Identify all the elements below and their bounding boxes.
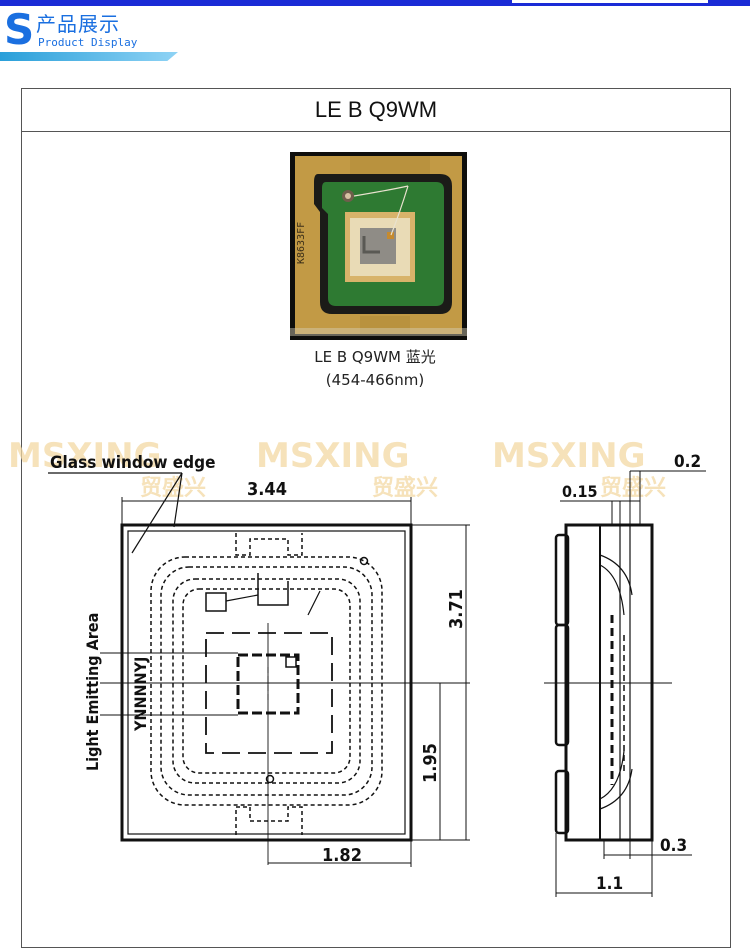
cavity-ring-middle: [160, 566, 373, 796]
dim-side-top-label: 0.2: [674, 452, 701, 472]
dim-side-thickness-label: 1.1: [596, 874, 623, 894]
glass-leader-1: [131, 472, 183, 554]
photo-caption-wavelength: (454-466nm): [325, 371, 425, 389]
dimension-drawing: MSXING MSXING MSXING 贸盛兴 贸盛兴 贸盛兴 Glass w…: [8, 436, 706, 897]
dim-center-x-label: 1.82: [322, 845, 362, 866]
photo-die-pad: [387, 232, 394, 239]
cavity-ring-inner: [172, 578, 361, 784]
dim-height-label: 3.71: [446, 589, 467, 629]
photo-bond-wire-1: [353, 185, 409, 197]
photo-watermark-strip: [290, 328, 467, 336]
photo-pad-bottom: [360, 316, 410, 334]
die-pad: [285, 656, 297, 668]
side-curve-top: [599, 554, 633, 616]
side-lead-bottom: [554, 769, 570, 835]
watermark-cn-right: 贸盛兴: [600, 475, 666, 501]
top-accent-bar: [0, 0, 750, 6]
polarity-mark-top: [359, 556, 369, 566]
bottom-pad-dashed: [235, 806, 303, 835]
photo-bond-wire-2: [390, 185, 409, 236]
photo-die-mark: [362, 236, 380, 254]
product-title-row: LE B Q9WM: [22, 89, 730, 132]
header-stripe: [0, 52, 178, 61]
label-light-emitting-area: Light Emitting Area: [83, 613, 102, 771]
dim-side-bottom-label: 0.3: [660, 836, 687, 856]
top-accent-tab: [512, 0, 708, 4]
photo-zener-dot: [345, 193, 351, 199]
watermark-brand-left: MSXING: [8, 436, 162, 476]
light-emitting-area: [205, 632, 333, 754]
cavity-ring-outer: [150, 556, 383, 806]
zener-pad: [205, 592, 227, 612]
side-curve-bottom: [599, 750, 633, 810]
top-pad-dashed: [235, 533, 303, 556]
side-lead-middle: [554, 623, 570, 747]
watermark-brand-right: MSXING: [492, 436, 646, 476]
header-logo-letter: S: [4, 5, 35, 54]
cavity-ring-core: [182, 588, 351, 774]
photo-chip-marking: K8633FF: [296, 222, 307, 264]
watermark-cn-center: 贸盛兴: [372, 475, 438, 501]
label-glass-window-edge: Glass window edge: [50, 453, 215, 473]
glass-window-outline: [127, 530, 406, 835]
watermark-brand-center: MSXING: [256, 436, 410, 476]
dim-side-lens-label: 0.15: [562, 482, 598, 501]
side-body: [564, 523, 654, 842]
polarity-mark-bottom: [265, 774, 275, 784]
dim-center-y-label: 1.95: [420, 743, 441, 783]
product-title: LE B Q9WM: [314, 97, 438, 122]
section-header: S 产品展示 Product Display: [0, 6, 750, 66]
trace-top: [257, 573, 289, 606]
dim-width-label: 3.44: [247, 479, 287, 500]
product-photo: K8633FF: [290, 152, 467, 340]
package-outline: [120, 523, 413, 842]
header-title-cn: 产品展示: [36, 12, 120, 36]
chip-code-label: YNNNNYJ: [131, 657, 150, 732]
glass-leader-2: [173, 472, 183, 528]
header-title-en: Product Display: [38, 36, 138, 49]
photo-pad-top: [350, 156, 430, 178]
photo-caption-model: LE B Q9WM 蓝光: [314, 348, 436, 366]
product-frame: LE B Q9WM: [21, 88, 731, 948]
trace-wire: [225, 590, 321, 616]
